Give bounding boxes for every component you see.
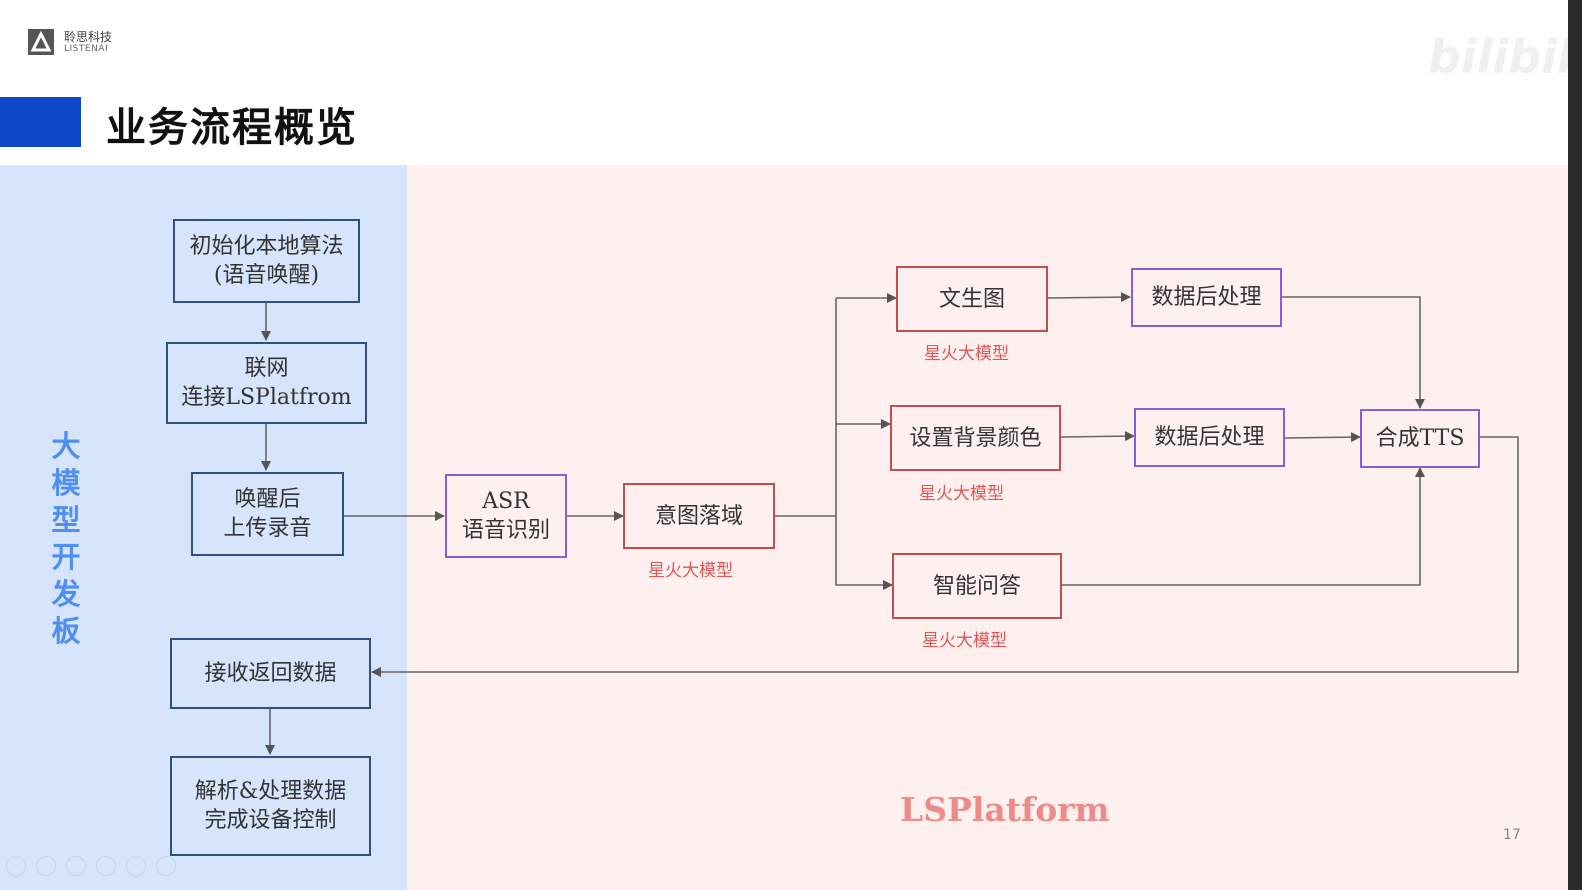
- init-local-algorithm-box: 初始化本地算法 (语音唤醒): [173, 219, 360, 303]
- arrow-intent-branch-trunk: [775, 298, 837, 517]
- connect-platform-box: 联网 连接LSPlatfrom: [166, 342, 367, 424]
- next-slide-icon[interactable]: [36, 856, 56, 876]
- upload-recording-box: 唤醒后 上传录音: [191, 472, 344, 556]
- text2img-model-caption: 星火大模型: [924, 344, 1009, 364]
- upload-box-label: 唤醒后 上传录音: [223, 487, 312, 541]
- arrow-qa-to-tts: [1062, 467, 1425, 586]
- arrow-bgcolor-to-post2: [1060, 431, 1135, 442]
- text2img-box-label: 文生图: [938, 286, 1005, 312]
- qa-model-caption: 星火大模型: [922, 631, 1007, 651]
- set-bgcolor-box: 设置背景颜色: [890, 405, 1061, 471]
- arrow-tts-to-receive: [371, 436, 1519, 677]
- presentation-toolbar: [6, 856, 186, 880]
- logo-chinese-name: 聆思科技: [64, 30, 113, 44]
- bilibili-watermark: bilibili: [1268, 30, 1582, 84]
- post2-box-label: 数据后处理: [1154, 425, 1265, 450]
- bilibili-logo: bilibili: [1428, 30, 1582, 84]
- dev-board-panel: [0, 165, 407, 890]
- asr-box: ASR 语音识别: [445, 474, 567, 558]
- dev-board-label: 大模型开发板: [51, 429, 81, 648]
- more-options-icon[interactable]: [156, 856, 176, 876]
- arrow-post1-to-tts: [1282, 296, 1425, 409]
- arrow-text2img-to-post1: [1047, 292, 1131, 303]
- prev-slide-icon[interactable]: [6, 856, 26, 876]
- logo-english-name: LISTENAI: [64, 44, 109, 54]
- lsplatform-label: LSPlatform: [900, 790, 1110, 829]
- intent-domain-box: 意图落域: [623, 483, 775, 549]
- parse-box-label: 解析&处理数据 完成设备控制: [194, 779, 347, 833]
- arrow-to-qa: [835, 516, 893, 590]
- slides-grid-icon[interactable]: [96, 856, 116, 876]
- text2img-box: 文生图: [896, 266, 1048, 332]
- bgcolor-model-caption: 星火大模型: [919, 484, 1004, 504]
- title-accent-bar: [0, 97, 81, 147]
- receive-data-box: 接收返回数据: [170, 638, 371, 709]
- logo-mark-icon: [28, 29, 54, 55]
- qa-box-label: 智能问答: [932, 573, 1021, 599]
- intent-model-caption: 星火大模型: [648, 561, 733, 581]
- window-edge: [1568, 0, 1582, 890]
- page-number: 17: [1503, 827, 1521, 843]
- synthesize-tts-box: 合成TTS: [1360, 409, 1480, 468]
- post1-box-label: 数据后处理: [1151, 285, 1262, 310]
- post-process-box-1: 数据后处理: [1131, 268, 1282, 327]
- receive-box-label: 接收返回数据: [204, 661, 337, 686]
- tts-box-label: 合成TTS: [1375, 426, 1465, 451]
- bgcolor-box-label: 设置背景颜色: [909, 425, 1042, 451]
- lsplatform-panel: [407, 165, 1568, 890]
- company-logo: 聆思科技 LISTENAI: [26, 26, 136, 60]
- smart-qa-box: 智能问答: [892, 553, 1062, 619]
- asr-box-label: ASR 语音识别: [461, 489, 550, 543]
- post-process-box-2: 数据后处理: [1134, 408, 1285, 467]
- connect-box-label: 联网 连接LSPlatfrom: [181, 356, 352, 410]
- page-title: 业务流程概览: [106, 105, 358, 151]
- parse-control-box: 解析&处理数据 完成设备控制: [170, 756, 371, 856]
- zoom-icon[interactable]: [126, 856, 146, 876]
- pen-icon[interactable]: [66, 856, 86, 876]
- intent-box-label: 意图落域: [654, 503, 743, 529]
- init-box-label: 初始化本地算法 (语音唤醒): [189, 234, 344, 288]
- arrow-post2-to-tts: [1284, 432, 1361, 443]
